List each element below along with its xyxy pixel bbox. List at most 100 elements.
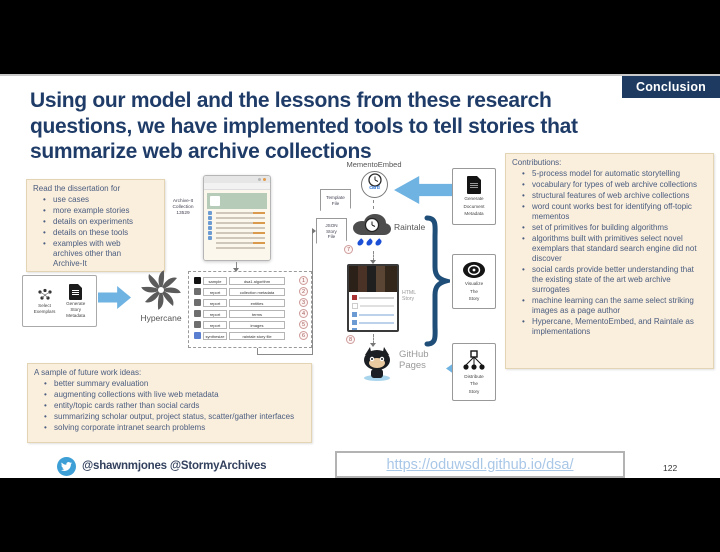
collection-banner [207, 193, 267, 209]
generate-story-metadata-label: Metadata [66, 313, 86, 319]
section-badge: Conclusion [622, 76, 720, 98]
collection-webpage-thumbnail [203, 175, 271, 261]
terminal-icon [194, 310, 201, 317]
raindrop-icon [365, 238, 374, 247]
pipeline-row: report entities 3 [194, 297, 308, 308]
title-line: summarize web archive collections [30, 140, 372, 163]
github-octocat-icon [364, 347, 390, 381]
generate-document-metadata-box: Generate Document Metadata [452, 168, 496, 225]
browser-titlebar [204, 176, 270, 183]
future-work-title: A sample of future work ideas: [34, 368, 142, 377]
arrowhead-down-icon [233, 268, 239, 272]
select-exemplars-icon [37, 288, 52, 300]
list-item: examples with web archives other than Ar… [43, 239, 152, 269]
pipeline-row: report images 5 [194, 319, 308, 330]
template-file-shape: Template File [320, 189, 351, 211]
project-link-box[interactable]: https://oduwsdl.github.io/dsa/ [335, 451, 625, 478]
read-dissertation-box: Read the dissertation for use cases more… [26, 179, 165, 272]
future-work-box: A sample of future work ideas: better su… [27, 363, 312, 443]
step-number: 8 [346, 335, 355, 344]
future-work-list: better summary evaluation augmenting col… [28, 379, 311, 433]
story-metadata-doc-icon [69, 283, 83, 300]
connector-dashed-line [373, 251, 374, 261]
flow-arrow-left-icon [394, 176, 454, 204]
step-number: 7 [344, 245, 353, 254]
step-number: 1 [299, 276, 308, 285]
connector-line [312, 231, 313, 355]
arrowhead-down-icon [370, 343, 376, 347]
raintale-label: Raintale [394, 222, 426, 232]
select-exemplars-label: Exemplars [33, 309, 56, 314]
list-item: details on these tools [43, 228, 152, 238]
connector-line [236, 262, 237, 269]
title-line: Using our model and the lessons from the… [30, 89, 552, 112]
select-exemplars-item: Select Exemplars [33, 288, 56, 314]
hypercane-pinwheel-icon [141, 270, 181, 310]
html-story-label: HTML Story [402, 290, 417, 303]
connector-dashed-line [373, 334, 374, 344]
list-item: more example stories [43, 206, 152, 216]
list-item: 5-process model for automatic storytelli… [522, 169, 701, 179]
step-number: 6 [299, 331, 308, 340]
pipeline-row: synthesize raintale story file 6 [194, 330, 308, 341]
top-letterbox-bar [0, 0, 720, 74]
list-item: set of primitives for building algorithm… [522, 223, 701, 233]
list-item: structural features of web archive colle… [522, 191, 701, 201]
read-box-list: use cases more example stories details o… [27, 195, 164, 269]
mementoembed-clock-icon: card [361, 171, 388, 198]
list-item: social cards provide better understandin… [522, 265, 701, 295]
story-image-collage [349, 266, 397, 292]
list-item: summarizing scholar output, project stat… [44, 412, 299, 422]
terminal-icon [194, 288, 201, 295]
contributions-list: 5-process model for automatic storytelli… [506, 169, 713, 337]
list-item: vocabulary for types of web archive coll… [522, 180, 701, 190]
terminal-icon [194, 299, 201, 306]
pipeline-row: sample dsa1 algorithm 1 [194, 275, 308, 286]
contributions-box: Contributions: 5-process model for autom… [505, 153, 714, 369]
pipeline-row: report terms 4 [194, 308, 308, 319]
list-item: Hypercane, MementoEmbed, and Raintale as… [522, 317, 701, 337]
archive-it-collection-label: Archive-It Collection 13529 [172, 199, 194, 216]
list-item: use cases [43, 195, 152, 205]
list-item: word count works best for identifying of… [522, 202, 701, 222]
pipeline-row: report collection metadata 2 [194, 286, 308, 297]
visualize-eye-icon [463, 262, 485, 279]
connector-line [257, 354, 313, 355]
list-item: algorithms built with primitives select … [522, 234, 701, 264]
slide-title: Using our model and the lessons from the… [30, 88, 690, 165]
document-metadata-icon [467, 176, 481, 195]
step-number: 5 [299, 320, 308, 329]
list-item: entity/topic cards rather than social ca… [44, 401, 299, 411]
mementoembed-label: MementoEmbed [346, 160, 402, 169]
connector-line [257, 348, 258, 354]
connector-dashed-line [373, 200, 374, 209]
browser-addressbar [204, 183, 270, 190]
flow-arrow-right-icon [98, 286, 131, 309]
bottom-letterbox-bar [0, 478, 720, 552]
hypercane-input-box: Select Exemplars Generate Story Metadata [22, 275, 97, 327]
list-item: augmenting collections with live web met… [44, 390, 299, 400]
twitter-handles: @shawnmjones @StormyArchives [82, 460, 267, 472]
brace-connector [424, 215, 450, 347]
html-story-thumbnail [347, 264, 399, 332]
list-item: details on experiments [43, 217, 152, 227]
list-item: solving corporate intranet search proble… [44, 423, 299, 433]
raindrop-icon [374, 238, 383, 247]
terminal-icon [194, 332, 201, 339]
distribute-the-story-box: Distribute The Story [452, 343, 496, 401]
generate-story-metadata-label: Generate [66, 300, 86, 306]
raintale-cloud-icon [353, 214, 391, 235]
terminal-icon [194, 321, 201, 328]
raindrop-icon [356, 238, 365, 247]
page-number: 122 [663, 463, 678, 473]
generate-story-metadata-label: Story [70, 306, 82, 312]
step-number: 2 [299, 287, 308, 296]
terminal-icon [194, 277, 201, 284]
project-link[interactable]: https://oduwsdl.github.io/dsa/ [386, 456, 574, 473]
select-exemplars-label: Select [38, 302, 51, 308]
github-pages-label: GitHub Pages [399, 349, 429, 371]
arrowhead-right-icon [312, 228, 316, 234]
hypercane-pipeline-box: sample dsa1 algorithm 1 report collectio… [188, 271, 312, 348]
step-number: 3 [299, 298, 308, 307]
read-box-title: Read the dissertation for [33, 184, 121, 193]
